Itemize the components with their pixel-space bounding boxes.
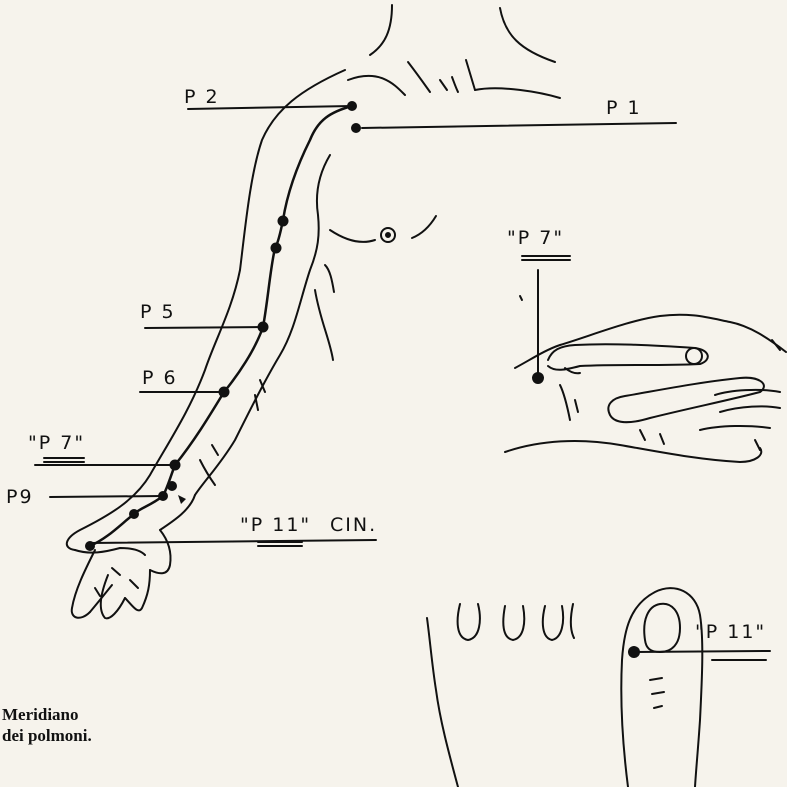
point-p4 xyxy=(271,243,282,254)
label-p1: P 1 xyxy=(606,97,642,119)
point-p11-thumb xyxy=(628,646,640,658)
label-p5: P 5 xyxy=(140,301,176,323)
label-p11-arm: "P 11" xyxy=(240,514,311,536)
leader-lines xyxy=(35,106,676,543)
point-p8 xyxy=(167,481,177,491)
label-p6: P 6 xyxy=(142,367,178,389)
label-p9: P9 xyxy=(6,486,34,508)
label-p11-thumb: "P 11" xyxy=(695,621,766,643)
point-p1 xyxy=(351,123,361,133)
torso-outline xyxy=(315,5,560,360)
thumb-inset-p11 xyxy=(427,588,770,787)
caption-line-2: dei polmoni. xyxy=(2,725,92,746)
label-p2: P 2 xyxy=(184,86,220,108)
point-p3 xyxy=(278,216,289,227)
point-p10 xyxy=(129,509,139,519)
hand-inset-p7 xyxy=(505,270,786,462)
lung-meridian-line xyxy=(90,106,352,546)
figure-caption: Meridiano dei polmoni. xyxy=(2,704,92,746)
caption-line-1: Meridiano xyxy=(2,704,92,725)
point-p7-hand xyxy=(532,372,544,384)
label-cin: CIN. xyxy=(330,514,377,536)
label-p7-arm: "P 7" xyxy=(28,432,85,454)
label-p7-hand: "P 7" xyxy=(507,227,564,249)
